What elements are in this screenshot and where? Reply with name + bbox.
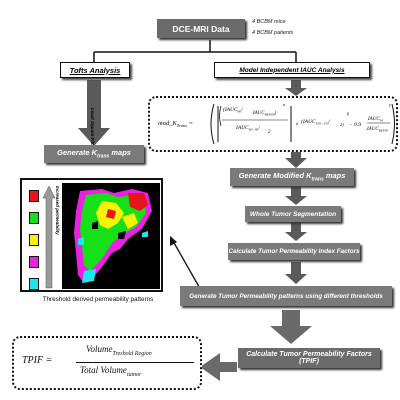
title-text: DCE-MRI Data: [172, 23, 230, 34]
svg-text:×: ×: [295, 122, 299, 128]
tpif-formula-box: TPIF = VolumeTreshold Region Total Volum…: [12, 336, 202, 390]
svg-text:IAUCREF60): IAUCREF60): [252, 111, 277, 117]
step3-text: Calculate Tumor Permeability Index Facto…: [228, 248, 360, 255]
swatch-red: [29, 190, 39, 202]
tpif-fraction-line: [76, 362, 194, 363]
step4-box: Generate Tumor Permeability patterns usi…: [180, 286, 392, 306]
tofts-analysis-box: Tofts Analysis: [60, 62, 130, 78]
permeability-figure: Increased permeability: [20, 178, 163, 292]
increase-arrow-icon: [42, 185, 56, 289]
step4-text: Generate Tumor Permeability patterns usi…: [189, 292, 383, 300]
tofts-analysis-label: Tofts Analysis: [69, 65, 121, 75]
formula-box: mod_KTrans = (IAUC60/ IAUCREF60) α IAUC6…: [148, 96, 398, 152]
step2-box: Whole Tumor Segmentation: [245, 206, 341, 222]
arrow-to-figure: [172, 240, 203, 293]
svg-text:β: β: [346, 111, 349, 116]
swatch-green: [29, 212, 39, 224]
arrow-tofts-down: [78, 80, 110, 146]
tpif-numerator: VolumeTreshold Region: [86, 344, 152, 357]
tpif-lhs: TPIF =: [22, 355, 53, 366]
arrow-iauc-down: [285, 80, 307, 96]
subject-patients: 4 BCBM patients: [252, 30, 294, 36]
svg-text:(IAUC100−150/: (IAUC100−150/: [301, 118, 331, 126]
axis-label: Increased permeability: [55, 186, 60, 235]
formula-svg: mod_KTrans = (IAUC60/ IAUCREF60) α IAUC6…: [158, 102, 395, 145]
svg-text:γ: γ: [389, 102, 391, 107]
svg-text:IAUCREF30: IAUCREF30: [366, 127, 388, 133]
figure-caption: Threshold derived permeability patterns: [42, 296, 154, 303]
tumor-threshold-image: [62, 183, 160, 289]
svg-text:α: α: [283, 102, 286, 107]
swatch-yellow: [29, 234, 39, 246]
step1-box: Generate Modified Ktrans maps: [230, 168, 354, 186]
svg-text:IAUC30: IAUC30: [367, 117, 383, 123]
swatch-cyan: [29, 278, 39, 290]
step1-text: Generate Modified Ktrans maps: [238, 171, 346, 183]
branch-connector: [93, 40, 297, 62]
arrow-step2-to-step3: [285, 222, 307, 241]
arrow-step3-to-step4: [285, 262, 307, 284]
arrow-formula-to-step1: [285, 148, 307, 168]
formula-lhs: mod_KTrans =: [158, 120, 193, 128]
svg-text:(IAUC60/: (IAUC60/: [223, 106, 243, 114]
arrow-step4-to-step5: [270, 310, 312, 344]
generate-ktrans-box: Generate Ktrans maps: [44, 145, 144, 163]
svg-text:2): 2): [340, 122, 344, 127]
arrow-step1-to-step2: [285, 187, 307, 205]
arrow-step5-to-tpif: [200, 353, 237, 381]
svg-text:− 0.9: − 0.9: [349, 122, 361, 128]
svg-text:2: 2: [268, 130, 271, 135]
svg-text:IAUC60−90/: IAUC60−90/: [235, 125, 260, 132]
title-box: DCE-MRI Data: [157, 19, 245, 38]
step2-text: Whole Tumor Segmentation: [249, 210, 337, 218]
swatch-magenta: [29, 256, 39, 268]
step5-text: Calculate Tumor Permeability Factors (TP…: [246, 351, 372, 365]
step5-box: Calculate Tumor Permeability Factors (TP…: [238, 348, 380, 368]
step3-box: Calculate Tumor Permeability Index Facto…: [228, 243, 360, 260]
subjects-list: 4 BCBM mice 4 BCBM patients: [252, 17, 293, 39]
iauc-analysis-box: Model Independent IAUC Analysis: [214, 62, 370, 78]
subject-mice: 4 BCBM mice: [252, 19, 286, 25]
generate-ktrans-text: Generate Ktrans maps: [57, 148, 131, 160]
tpif-denominator: Total Volumetumor: [80, 365, 142, 378]
iauc-analysis-label: Model Independent IAUC Analysis: [239, 66, 345, 74]
